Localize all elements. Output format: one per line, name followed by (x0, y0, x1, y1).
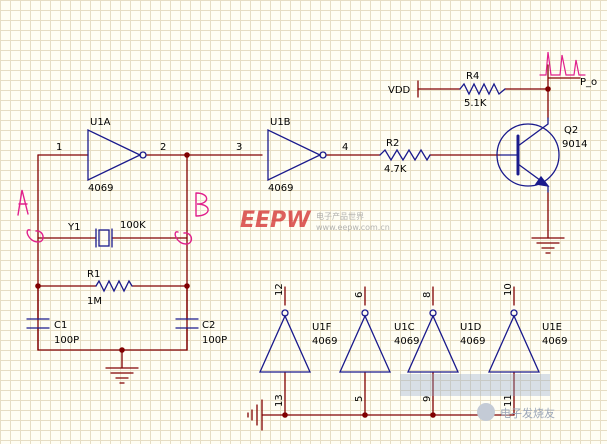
vdd-net-label: VDD (388, 85, 411, 96)
r2-ref-label: R2 (386, 138, 399, 149)
u1e-part-label: 4069 (542, 336, 567, 347)
r2-value-label: 4.7K (384, 164, 407, 175)
output-net-label: P_o (580, 77, 597, 88)
u1a-bubble (139, 151, 147, 159)
y1-crystal-body (98, 229, 110, 247)
elecfans-watermark-text: 电子发烧友 (500, 406, 555, 420)
u1c-part-label: 4069 (394, 336, 419, 347)
junction-dot (35, 283, 41, 289)
y1-crystal-plates (95, 228, 113, 248)
annotation-a-mark (17, 189, 29, 216)
junction-dot (430, 412, 436, 418)
c1-ref-label: C1 (54, 320, 67, 331)
u1e-pin-top: 10 (503, 283, 514, 296)
r2-resistor (379, 148, 431, 162)
u1d-part-label: 4069 (460, 336, 485, 347)
u1c-inverter (338, 314, 392, 373)
u1d-inverter (406, 314, 460, 373)
u1b-inverter (267, 128, 322, 182)
u1b-part-label: 4069 (268, 183, 293, 194)
u1c-pin-top: 6 (354, 292, 365, 298)
u1f-pin-bottom: 13 (274, 394, 285, 407)
u1d-ref-label: U1D (460, 322, 482, 333)
u1b-bubble (319, 151, 327, 159)
ground-icon (247, 399, 263, 431)
y1-ref-label: Y1 (67, 222, 80, 233)
annotation-b-loop (174, 231, 193, 245)
junction-dot (184, 283, 190, 289)
u1f-part-label: 4069 (312, 336, 337, 347)
u1f-pin-top: 12 (274, 283, 285, 296)
u1c-pin-bottom: 5 (354, 396, 365, 402)
c1-value-label: 100P (54, 335, 79, 346)
u1a-inverter (87, 128, 142, 182)
wires (37, 64, 581, 416)
elecfans-watermark: 电子发烧友 (477, 403, 555, 421)
wire-unused-tops (284, 286, 515, 306)
eepw-site: www.eepw.com.cn (316, 223, 390, 232)
u1e-inverter (487, 314, 541, 373)
r1-value-label: 1M (87, 296, 102, 307)
c2-value-label: 100P (202, 335, 227, 346)
y1-value-label: 100K (120, 220, 146, 231)
r4-resistor (459, 82, 506, 96)
junction-dot (545, 86, 551, 92)
c1-capacitor (26, 318, 50, 329)
annotation-a-loop (26, 229, 44, 243)
q2-ref-label: Q2 (564, 125, 578, 136)
q2-emitter-arrow (534, 175, 550, 187)
junction-dot (184, 152, 190, 158)
u1a-pin-out: 2 (160, 142, 166, 153)
u1b-pin-out: 4 (342, 142, 348, 153)
q2-part-label: 9014 (562, 139, 587, 150)
wire-output (547, 64, 581, 90)
r4-value-label: 5.1K (464, 98, 487, 109)
elecfans-logo-icon (477, 403, 495, 421)
r1-ref-label: R1 (87, 269, 100, 280)
eepw-watermark: EEPW 电子产品世界 www.eepw.com.cn (240, 208, 390, 233)
u1f-ref-label: U1F (312, 322, 332, 333)
junction-dot (282, 412, 288, 418)
output-pulse-icon (539, 51, 586, 76)
u1e-pin-bottom: 11 (503, 394, 514, 407)
u1e-ref-label: U1E (542, 322, 562, 333)
eepw-tagline: 电子产品世界 (316, 211, 364, 221)
q2-emitter-lead (517, 163, 549, 193)
eepw-logo: EEPW (240, 208, 312, 233)
junction-dot (119, 347, 125, 353)
u1a-pin-in: 1 (56, 142, 62, 153)
watermark-band (400, 374, 550, 396)
junction-dot (362, 412, 368, 418)
q2-collector-lead (517, 117, 549, 147)
r1-resistor (95, 279, 133, 293)
u1d-pin-top: 8 (422, 292, 433, 298)
u1b-pin-in: 3 (236, 142, 242, 153)
u1f-inverter (258, 314, 312, 373)
r4-ref-label: R4 (466, 71, 479, 82)
u1a-part-label: 4069 (88, 183, 113, 194)
ground-icon (531, 237, 565, 254)
u1d-pin-bottom: 9 (422, 396, 433, 402)
u1b-ref-label: U1B (270, 117, 291, 128)
ground-icon (105, 367, 139, 384)
u1a-ref-label: U1A (90, 117, 111, 128)
wire-unused-bottoms (284, 371, 515, 416)
wire-caps (37, 285, 188, 351)
u1c-ref-label: U1C (394, 322, 415, 333)
annotation-b-mark (195, 192, 209, 217)
c2-capacitor (175, 318, 199, 329)
c2-ref-label: C2 (202, 320, 215, 331)
junctions (35, 86, 551, 418)
q2-transistor-body (496, 123, 560, 187)
